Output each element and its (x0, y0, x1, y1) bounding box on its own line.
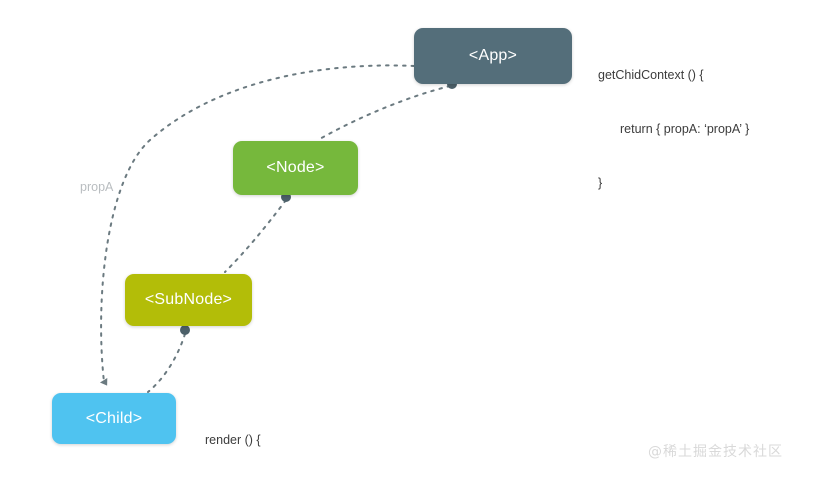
node-child[interactable]: <Child> (52, 393, 176, 444)
node-node-label: <Node> (266, 159, 325, 176)
code-app-line-3: } (598, 176, 603, 190)
code-snippet-child: render () { const appPropA = this.contex… (205, 395, 430, 483)
node-child-label: <Child> (85, 409, 143, 427)
connector-dot-subnode (180, 325, 190, 335)
node-subnode[interactable]: <SubNode> (125, 274, 252, 326)
code-snippet-app: getChidContext () { return { propA: ‘pro… (598, 30, 749, 228)
edge-app-to-node (317, 85, 451, 141)
code-child-line-1: render () { (205, 433, 261, 447)
edge-subnode-to-child (147, 333, 186, 393)
edge-app-to-child (99, 64, 415, 386)
code-app-line-1: getChidContext () { (598, 68, 704, 82)
watermark: @稀土掘金技术社区 (648, 444, 783, 460)
node-node[interactable]: <Node> (233, 141, 358, 195)
node-app[interactable]: <App> (414, 28, 572, 84)
code-app-line-2: return { propA: ‘propA’ } (620, 122, 750, 136)
edge-label-propa: propA (80, 180, 114, 194)
node-app-label: <App> (468, 47, 518, 64)
edge-node-to-subnode (224, 199, 287, 273)
node-subnode-label: <SubNode> (144, 291, 233, 308)
